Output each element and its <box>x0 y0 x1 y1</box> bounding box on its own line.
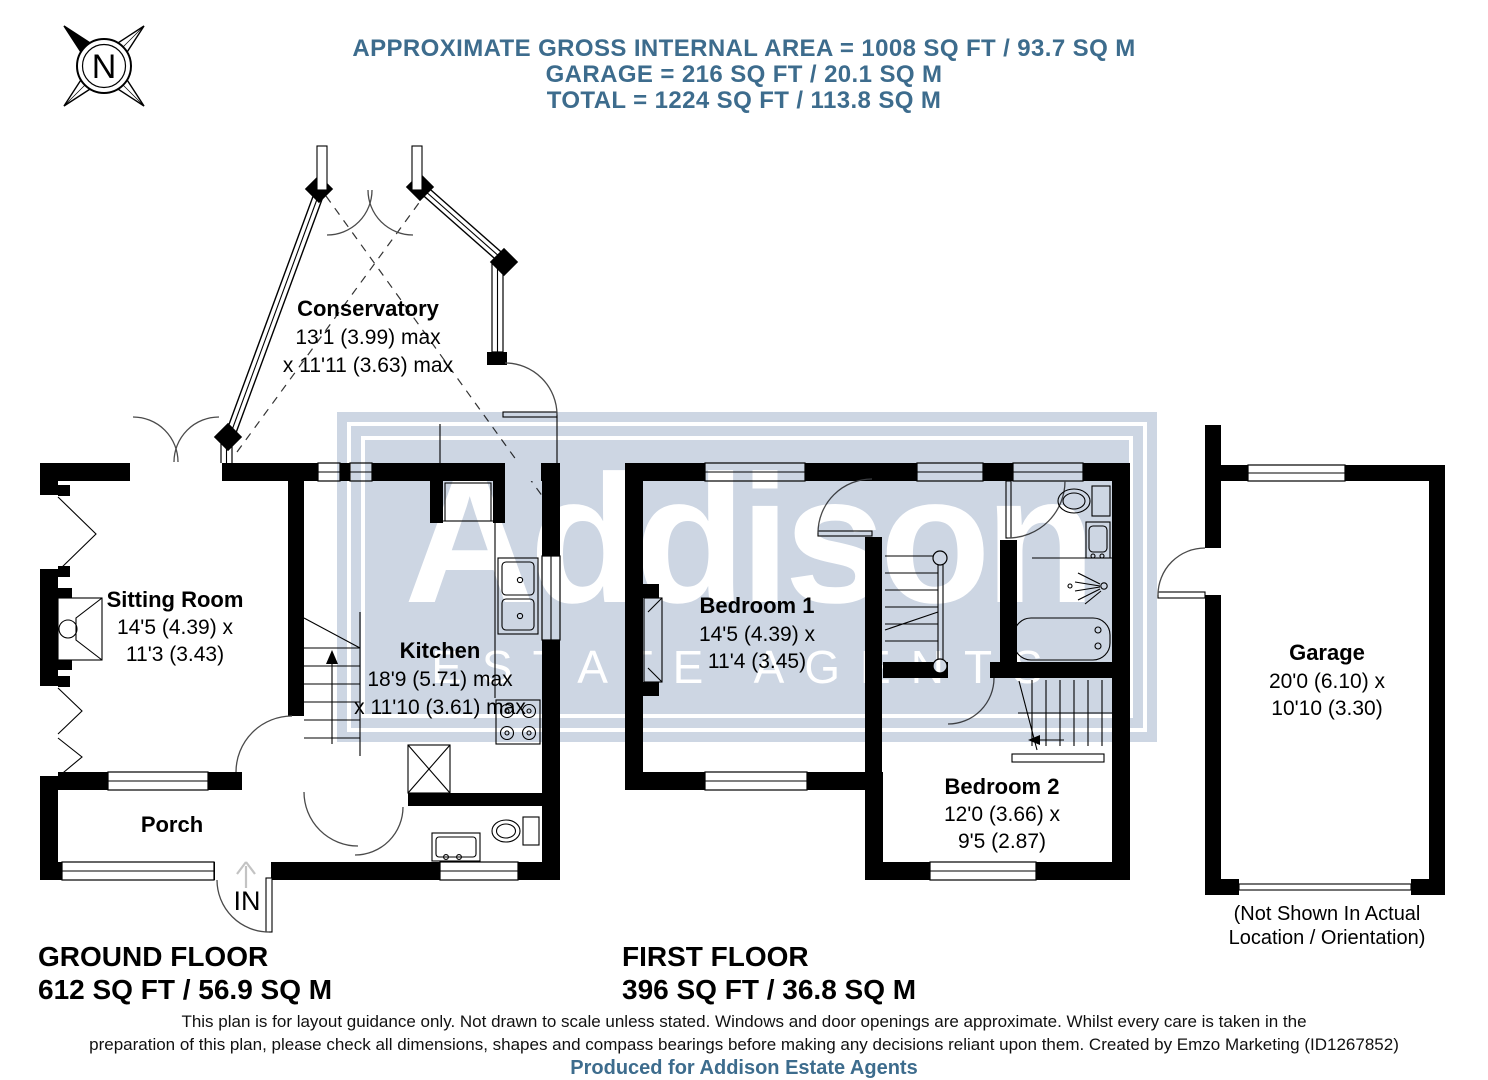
garage-labels: Garage 20'0 (6.10) x 10'10 (3.30) (Not S… <box>1229 640 1426 949</box>
header-line-2: GARAGE = 216 SQ FT / 20.1 SQ M <box>545 61 943 88</box>
floor-name: GROUND FLOOR <box>38 941 269 972</box>
room-name: Garage <box>1289 640 1365 665</box>
room-dim: 12'0 (3.66) x <box>944 803 1061 826</box>
garage-details <box>1157 464 1412 891</box>
room-dim: x 11'11 (3.63) max <box>283 354 454 377</box>
room-dim: 20'0 (6.10) x <box>1269 670 1386 693</box>
garage-door <box>1238 883 1412 891</box>
room-dim: 11'3 (3.43) <box>126 643 224 666</box>
basin-icon <box>431 832 481 862</box>
disclaimer-line-2: preparation of this plan, please check a… <box>89 1035 1399 1054</box>
room-name: Porch <box>141 812 203 837</box>
room-name: Bedroom 2 <box>945 774 1060 799</box>
room-dim: 10'10 (3.30) <box>1271 697 1382 720</box>
header-line-1: APPROXIMATE GROSS INTERNAL AREA = 1008 S… <box>352 35 1136 62</box>
room-dim: 9'5 (2.87) <box>958 830 1046 853</box>
header: APPROXIMATE GROSS INTERNAL AREA = 1008 S… <box>0 36 1488 114</box>
conservatory-label: Conservatory 13'1 (3.99) max x 11'11 (3.… <box>283 296 454 377</box>
watermark-border <box>347 422 1147 732</box>
room-dim: 13'1 (3.99) max <box>295 326 441 349</box>
garage-note: Location / Orientation) <box>1229 927 1426 949</box>
watermark-brand: Addison <box>404 437 1096 641</box>
entrance-arrow-icon <box>236 861 256 888</box>
floor-name: FIRST FLOOR <box>622 941 809 972</box>
ground-floor-title: GROUND FLOOR 612 SQ FT / 56.9 SQ M <box>38 940 332 1006</box>
floor-area: 396 SQ FT / 36.8 SQ M <box>622 974 917 1005</box>
disclaimer-line-1: This plan is for layout guidance only. N… <box>181 1012 1307 1031</box>
entrance-label: IN <box>234 886 261 916</box>
disclaimer: This plan is for layout guidance only. N… <box>0 1010 1488 1080</box>
store-box <box>407 744 451 794</box>
room-name: Sitting Room <box>107 587 244 612</box>
produced-by: Produced for Addison Estate Agents <box>570 1057 918 1079</box>
room-dim: 14'5 (4.39) x <box>117 616 234 639</box>
floor-area: 612 SQ FT / 56.9 SQ M <box>38 974 333 1005</box>
header-line-3: TOTAL = 1224 SQ FT / 113.8 SQ M <box>546 87 942 114</box>
watermark: Addison ESTATE AGENTS <box>337 412 1157 742</box>
fireplace-icon <box>57 597 103 661</box>
first-floor-title: FIRST FLOOR 396 SQ FT / 36.8 SQ M <box>622 940 916 1006</box>
room-name: Conservatory <box>297 296 440 321</box>
watermark-tagline: ESTATE AGENTS <box>431 641 1063 693</box>
compass-icon: N <box>63 25 145 107</box>
compass-north-label: N <box>92 48 117 86</box>
toilet-icon <box>491 816 540 846</box>
garage-note: (Not Shown In Actual <box>1234 903 1421 925</box>
